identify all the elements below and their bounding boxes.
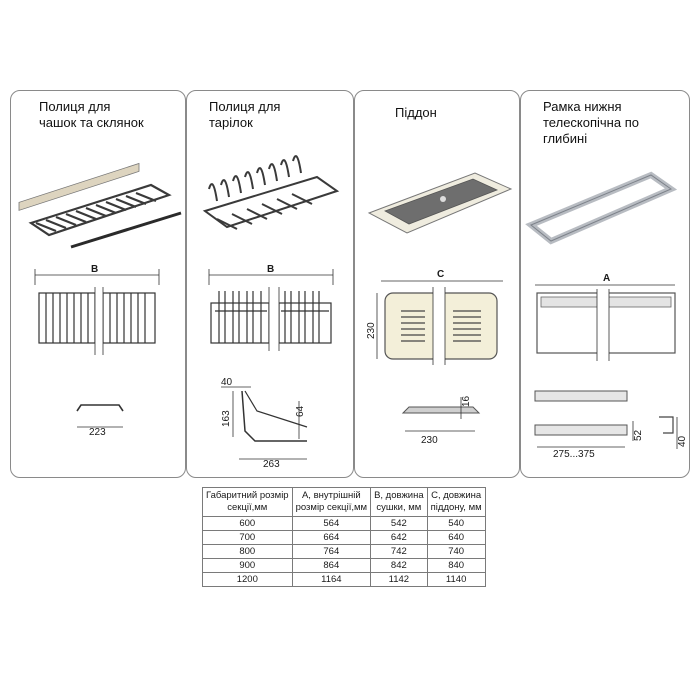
table-cell: 1164 xyxy=(291,572,372,587)
title-line: тарілок xyxy=(209,115,253,130)
panel-title: Рамка нижня телескопічна по глибині xyxy=(543,99,639,147)
title-line: телескопічна по xyxy=(543,115,639,130)
panel-plate-shelf: Полиця для тарілок B 40 163 64 xyxy=(186,90,354,478)
table-cell: 540 xyxy=(426,516,486,531)
width-dimension-drawing: B xyxy=(34,264,160,355)
table-row: 700 664 642 640 xyxy=(202,530,486,545)
title-line: чашок та склянок xyxy=(39,115,144,130)
table-cell: 900 xyxy=(202,558,293,573)
title-line: Полиця для xyxy=(39,99,111,114)
panel-title: Піддон xyxy=(395,105,437,121)
panel-title: Полиця для тарілок xyxy=(209,99,280,131)
dimension-value-64: 64 xyxy=(295,405,306,417)
table-cell: 864 xyxy=(291,558,372,573)
dimension-value-230-width: 230 xyxy=(421,435,438,446)
panel-tray: Піддон C 230 16 230 xyxy=(354,90,520,478)
dimension-value-40: 40 xyxy=(221,377,233,388)
table-row: 600 564 542 540 xyxy=(202,516,486,531)
dimension-label-b: B xyxy=(91,264,98,275)
dimension-value-223: 223 xyxy=(89,427,106,438)
dimension-value-16: 16 xyxy=(461,395,472,407)
width-dimension-drawing: B xyxy=(208,264,334,351)
dimension-value-163: 163 xyxy=(221,410,232,427)
table-cell: 642 xyxy=(370,530,428,545)
title-line: глибині xyxy=(543,131,588,146)
profile-dimension-drawing: 223 xyxy=(76,404,124,438)
tray-top-view-drawing: C 230 xyxy=(366,269,503,365)
table-row: 800 764 742 740 xyxy=(202,544,486,559)
dimension-value-52: 52 xyxy=(633,429,644,441)
table-cell: 640 xyxy=(426,530,486,545)
table-cell: 764 xyxy=(291,544,372,559)
dimension-label-b: B xyxy=(267,264,274,275)
table-cell: 1140 xyxy=(426,572,486,587)
table-cell: 800 xyxy=(202,544,293,559)
dimension-value-230-height: 230 xyxy=(366,322,377,339)
plate-shelf-illustration xyxy=(202,155,340,230)
tray-illustration xyxy=(367,172,513,234)
tray-side-view-drawing: 16 230 xyxy=(401,395,481,446)
title-line: Піддон xyxy=(395,105,437,120)
panel-telescopic-frame: Рамка нижня телескопічна по глибині A 52… xyxy=(520,90,690,478)
title-line: Полиця для xyxy=(209,99,281,114)
profile-dimension-drawing: 40 163 64 263 xyxy=(221,377,308,470)
panel-cup-shelf: Полиця для чашок та склянок B 223 xyxy=(10,90,186,478)
frame-top-view-drawing: A xyxy=(535,273,676,361)
frame-illustration xyxy=(525,171,678,245)
frame-side-view-drawing: 52 275...375 40 xyxy=(534,390,688,460)
table-row: 900 864 842 840 xyxy=(202,558,486,573)
table-cell: 1200 xyxy=(202,572,293,587)
panel-title: Полиця для чашок та склянок xyxy=(39,99,144,131)
cup-shelf-illustration xyxy=(18,162,182,249)
table-cell: 600 xyxy=(202,516,293,531)
table-cell: 742 xyxy=(370,544,428,559)
table-cell: 564 xyxy=(291,516,372,531)
table-cell: 700 xyxy=(202,530,293,545)
table-cell: 664 xyxy=(291,530,372,545)
dimension-label-c: C xyxy=(437,269,444,280)
table-cell: 1142 xyxy=(370,572,428,587)
dimension-value-40: 40 xyxy=(677,435,688,447)
dimension-label-a: A xyxy=(603,273,610,284)
table-row: 1200 1164 1142 1140 xyxy=(202,572,486,587)
table-cell: 842 xyxy=(370,558,428,573)
table-cell: 740 xyxy=(426,544,486,559)
dimension-value-263: 263 xyxy=(263,459,280,470)
table-cell: 542 xyxy=(370,516,428,531)
title-line: Рамка нижня xyxy=(543,99,622,114)
dimension-value-275-375: 275...375 xyxy=(553,449,595,460)
table-cell: 840 xyxy=(426,558,486,573)
